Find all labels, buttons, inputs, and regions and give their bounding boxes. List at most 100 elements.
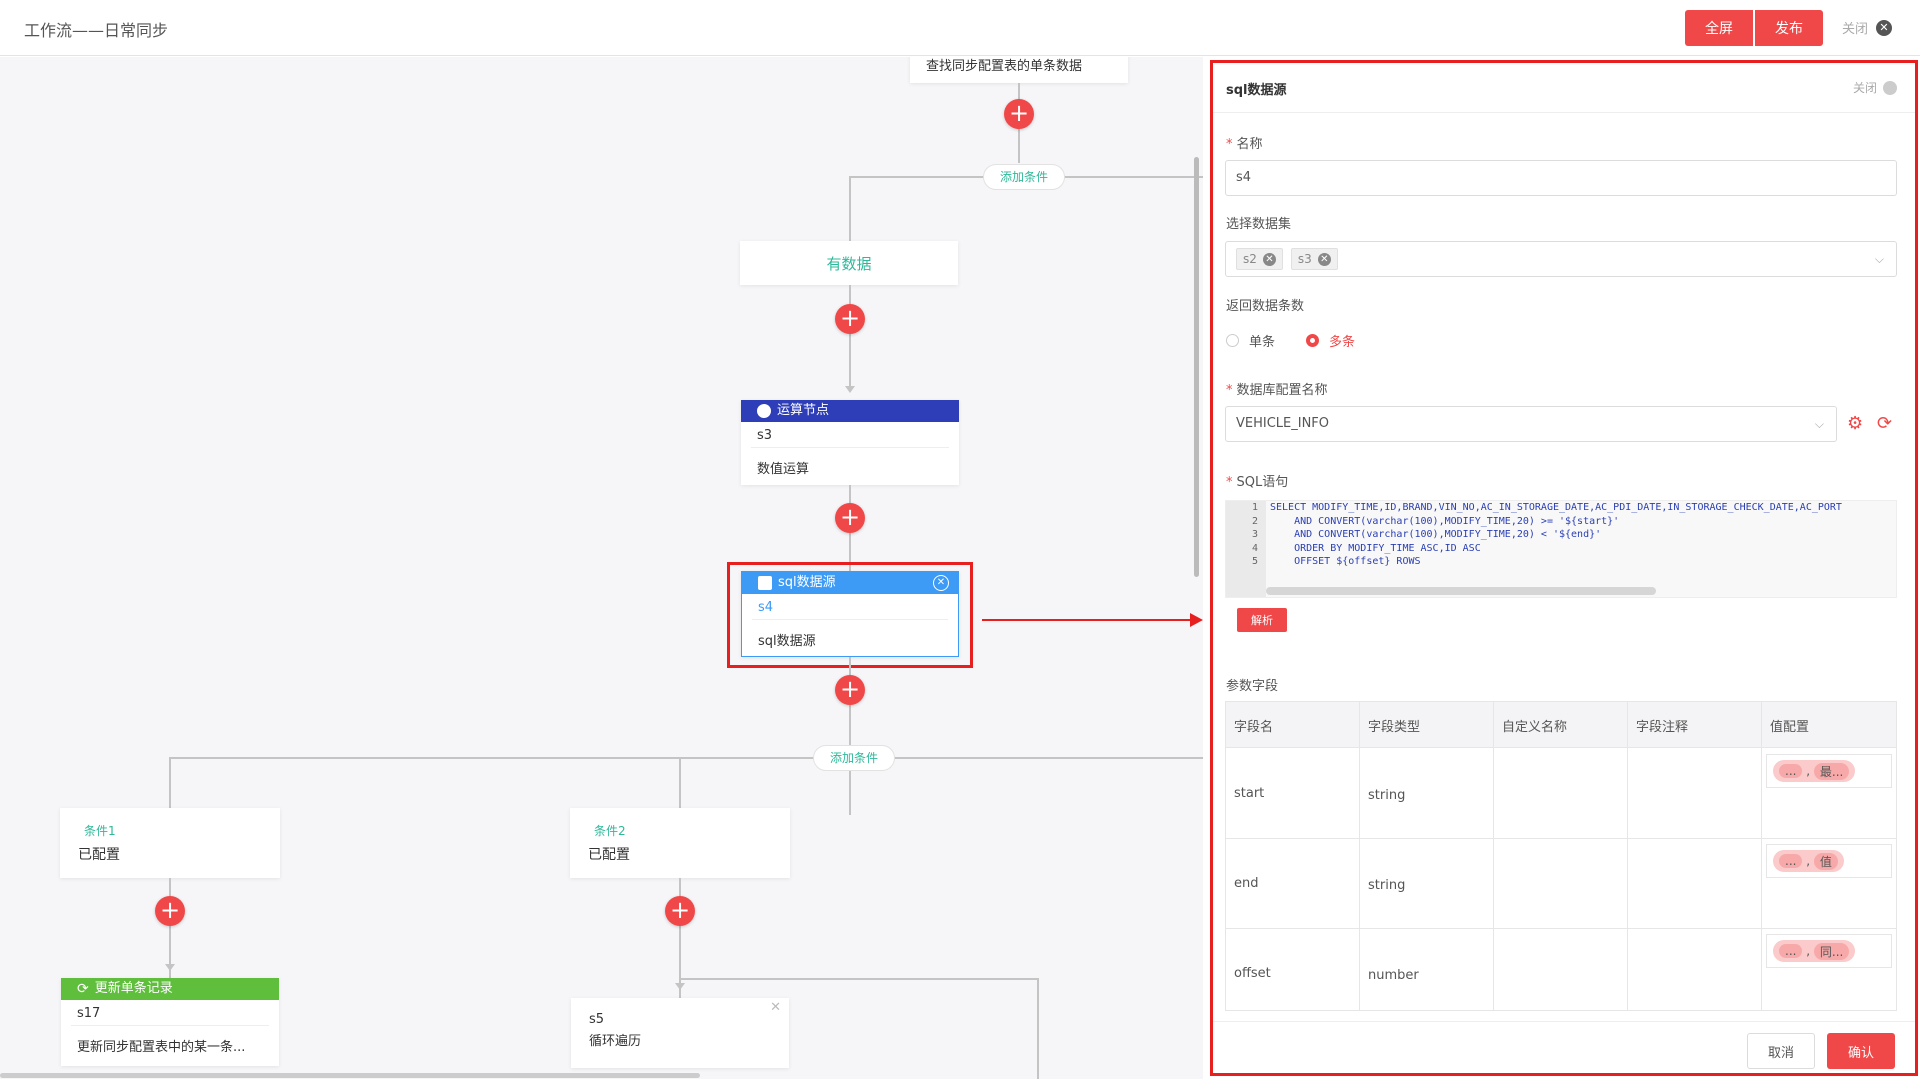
value-config-cell[interactable]: ... , 值	[1766, 844, 1892, 878]
gear-icon[interactable]: ⚙	[1847, 413, 1864, 434]
name-label: *名称	[1226, 137, 1263, 152]
has-data-label: 有数据	[826, 255, 872, 273]
row-divider	[1226, 928, 1896, 929]
connector	[1037, 978, 1039, 1079]
sql-code: SELECT MODIFY_TIME,ID,BRAND,VIN_NO,AC_IN…	[1270, 502, 1842, 568]
column-divider	[1359, 702, 1360, 1010]
top-close-button[interactable]: 关闭 ✕	[1842, 18, 1893, 37]
panel-close-button[interactable]: 关闭	[1853, 79, 1897, 96]
condition-1-status: 已配置	[78, 847, 120, 863]
connector	[169, 757, 171, 817]
column-header: 字段类型	[1368, 720, 1421, 735]
add-node-button[interactable]: +	[155, 896, 185, 926]
pointer-arrow	[982, 619, 1194, 621]
panel-close-label: 关闭	[1852, 81, 1877, 95]
publish-button[interactable]: 发布	[1755, 10, 1823, 46]
calc-node[interactable]: 运算节点 s3 数值运算	[741, 400, 959, 485]
sql-node-title: sql数据源	[778, 575, 836, 590]
close-icon: ✕	[1876, 19, 1893, 36]
param-type: string	[1368, 788, 1406, 803]
update-node-id: s17	[71, 1000, 269, 1026]
cancel-button[interactable]: 取消	[1747, 1033, 1815, 1069]
connector	[849, 485, 851, 619]
workflow-canvas[interactable]: 查找同步配置表的单条数据 + 添加条件 有数据 + 运算节点 s3 数值运算 +…	[0, 57, 1203, 1079]
db-config-select[interactable]: VEHICLE_INFO ⌵	[1225, 406, 1837, 442]
value-pill[interactable]: ... , 最...	[1773, 760, 1856, 782]
calc-node-id: s3	[751, 422, 949, 448]
add-node-button[interactable]: +	[835, 304, 865, 334]
condition-2-status: 已配置	[588, 847, 630, 863]
params-table: 字段名 字段类型 自定义名称 字段注释 值配置 start string ...…	[1225, 701, 1897, 1011]
confirm-button[interactable]: 确认	[1827, 1033, 1895, 1069]
param-name: start	[1234, 786, 1265, 801]
value-pill[interactable]: ... , 同...	[1773, 940, 1856, 962]
connector	[169, 878, 171, 1032]
tag-remove-icon[interactable]: ✕	[1317, 252, 1331, 266]
horizontal-scrollbar[interactable]	[0, 1073, 700, 1078]
column-header: 字段名	[1234, 720, 1274, 735]
value-pill[interactable]: ... , 值	[1773, 850, 1844, 872]
panel-title: sql数据源	[1226, 83, 1287, 98]
table-header	[1226, 702, 1896, 748]
refresh-icon[interactable]: ⟳	[1877, 413, 1893, 434]
sql-node[interactable]: sql数据源 ✕ s4 sql数据源	[741, 571, 959, 657]
code-scrollbar[interactable]	[1266, 587, 1656, 595]
update-node-desc: 更新同步配置表中的某一条...	[77, 1040, 246, 1055]
vertical-scrollbar[interactable]	[1194, 157, 1199, 577]
tag-remove-icon[interactable]: ✕	[1262, 252, 1276, 266]
name-input[interactable]: s4	[1225, 160, 1897, 196]
close-icon[interactable]: ✕	[770, 1000, 781, 1015]
loop-node[interactable]: s5 循环遍历 ✕	[571, 998, 789, 1068]
page-title: 工作流——日常同步	[24, 21, 169, 40]
arrow-right-icon	[1190, 613, 1203, 627]
condition-1-node[interactable]: 条件1 已配置	[60, 808, 280, 878]
sql-node-desc: sql数据源	[758, 634, 816, 649]
add-condition-button[interactable]: 添加条件	[983, 164, 1066, 190]
top-node[interactable]: 查找同步配置表的单条数据	[910, 57, 1128, 83]
dataset-tag[interactable]: s2✕	[1236, 248, 1283, 270]
close-icon	[1883, 80, 1897, 95]
value-config-cell[interactable]: ... , 同...	[1766, 934, 1892, 968]
has-data-node[interactable]: 有数据	[740, 241, 958, 285]
top-close-label: 关闭	[1842, 22, 1869, 37]
parse-button[interactable]: 解析	[1237, 608, 1287, 632]
param-type: string	[1368, 878, 1406, 893]
sql-node-header: sql数据源 ✕	[742, 572, 958, 594]
footer-divider	[1213, 1021, 1915, 1022]
params-label: 参数字段	[1226, 679, 1279, 694]
refresh-icon: ⟳	[77, 981, 89, 997]
connector	[849, 176, 851, 298]
calc-node-header: 运算节点	[741, 400, 959, 422]
value-config-cell[interactable]: ... , 最...	[1766, 754, 1892, 788]
dataset-select[interactable]: s2✕ s3✕ ⌵	[1225, 241, 1897, 277]
add-condition-button[interactable]: 添加条件	[813, 745, 896, 771]
column-header: 字段注释	[1636, 720, 1689, 735]
node-delete-icon[interactable]: ✕	[933, 575, 949, 591]
fullscreen-button[interactable]: 全屏	[1685, 10, 1753, 46]
add-node-button[interactable]: +	[665, 896, 695, 926]
dataset-tag[interactable]: s3✕	[1290, 248, 1338, 270]
update-record-node[interactable]: ⟳ 更新单条记录 s17 更新同步配置表中的某一条...	[61, 978, 279, 1066]
column-header: 值配置	[1770, 720, 1810, 735]
panel-header: sql数据源 关闭	[1213, 63, 1915, 113]
database-icon	[758, 576, 772, 590]
radio-icon	[1226, 334, 1239, 347]
return-count-label: 返回数据条数	[1226, 299, 1305, 314]
add-node-button[interactable]: +	[1004, 99, 1034, 129]
add-node-button[interactable]: +	[835, 675, 865, 705]
update-node-title: 更新单条记录	[94, 981, 173, 996]
connector	[679, 978, 1039, 980]
column-divider	[1761, 702, 1762, 1010]
radio-single[interactable]: 单条	[1226, 331, 1275, 350]
param-name: end	[1234, 876, 1259, 891]
connector	[849, 285, 851, 391]
arrow-down-icon	[675, 983, 685, 990]
radio-multi[interactable]: 多条	[1306, 331, 1355, 350]
sql-node-id: s4	[752, 594, 948, 620]
column-divider	[1493, 702, 1494, 1010]
add-node-button[interactable]: +	[835, 503, 865, 533]
sql-label: *SQL语句	[1226, 475, 1289, 490]
condition-2-node[interactable]: 条件2 已配置	[570, 808, 790, 878]
